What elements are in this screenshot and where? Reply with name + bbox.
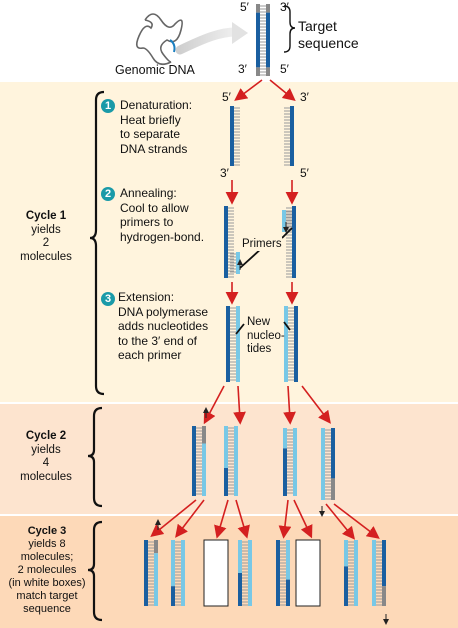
new-label-3: tides: [247, 343, 272, 355]
arrow-layer: [150, 79, 389, 625]
arrow-c2-4a: [325, 503, 356, 540]
step2-title: Annealing:: [120, 186, 177, 200]
arrow-c1-l1: [203, 385, 225, 425]
c3-mol5-strand-b: [280, 540, 290, 606]
arrow-c2-3a: [278, 499, 292, 539]
arrow-top-right: [269, 79, 296, 102]
c3-mol4-strand-b: [242, 540, 252, 606]
c2-mol1-strand-b: [196, 426, 206, 496]
step3-line3: to the 3′ end of: [118, 333, 197, 348]
step3-line2: adds nucleotides: [118, 319, 209, 333]
target-box-left: [203, 539, 229, 607]
bottom-5-prime: 5′: [280, 62, 289, 76]
step1-line1: Heat briefly: [120, 112, 181, 127]
target-box-right: [295, 539, 321, 607]
genomic-dna-icon: [135, 13, 183, 66]
c3-mol1-strand-b: [148, 540, 158, 606]
new-nucleotides-label: New nucleo- tides: [247, 316, 285, 357]
arrow-c2-2b: [235, 499, 250, 539]
step3-line4: each primer: [118, 348, 182, 362]
primers-label: Primers: [242, 237, 282, 251]
top-3-prime: 3′: [280, 0, 289, 14]
arrow-c2-4b: [333, 503, 380, 539]
c1-ext-right-strand-b: [288, 306, 298, 382]
cycle2-molecules: molecules: [20, 470, 72, 483]
c1-3prime-left: 3′: [220, 166, 229, 180]
c1-3prime-right: 3′: [300, 90, 309, 104]
new-nucleotides-pointer: [235, 321, 291, 335]
c1-ext-left-strand-b: [230, 306, 240, 382]
step3-text: Extension: DNA polymerase adds nucleotid…: [118, 290, 208, 363]
cycle1-bracket: [89, 90, 105, 396]
arrow-c2-2a: [214, 499, 229, 539]
arrow-c2-1b: [175, 499, 205, 538]
target-sequence-text: Target sequence: [298, 18, 359, 51]
cycle1-count: 2: [42, 237, 50, 249]
c1-5prime-left: 5′: [222, 90, 231, 104]
cycle2-band: [0, 404, 458, 514]
step1-title: Denaturation:: [120, 98, 193, 112]
cycle1-molecules: molecules: [20, 250, 72, 263]
cycle3-line5: match target: [16, 590, 78, 602]
dna-strand-layer: [144, 4, 386, 606]
target-sequence-label: Target sequence: [298, 18, 378, 52]
step2-line1: Cool to allow: [120, 200, 189, 215]
bottom-3-prime: 3′: [238, 62, 247, 76]
top-5-prime: 5′: [240, 0, 249, 14]
c1-anneal-right: [286, 206, 296, 278]
genomic-dna-label: Genomic DNA: [115, 63, 195, 77]
cycle3-line1: yields 8: [28, 538, 66, 550]
step1-text: Denaturation: Heat briefly to separate D…: [120, 98, 192, 156]
step2-badge: 2: [101, 187, 115, 201]
c1-denat-right: [284, 106, 294, 166]
step1-line2: to separate: [120, 127, 181, 141]
step2-line3: hydrogen-bond.: [120, 229, 205, 244]
cycle2-yields: yields: [31, 443, 61, 456]
c1-anneal-left: [224, 206, 234, 278]
new-label-1: New: [247, 316, 271, 328]
c3-mol2-strand-b: [175, 540, 185, 606]
c2-mol3-strand-a: [283, 428, 293, 496]
cycle3-line3: 2 molecules: [17, 564, 77, 576]
step3-line1: DNA polymerase: [118, 304, 209, 319]
cycle1-title: Cycle 1: [25, 210, 67, 222]
c1-5prime-right: 5′: [300, 166, 309, 180]
cycle1-label: Cycle 1 yields 2 molecules: [8, 210, 84, 264]
primers-pointer: [239, 227, 293, 269]
cycle3-title: Cycle 3: [27, 525, 67, 537]
c2-mol3-strand-b: [287, 428, 297, 496]
step2-text: Annealing: Cool to allow primers to hydr…: [120, 186, 204, 244]
arrow-c1-l2: [233, 385, 246, 425]
c1-denat-left: [230, 106, 240, 166]
cycle2-label: Cycle 2 yields 4 molecules: [8, 430, 84, 484]
arrow-top-left: [234, 79, 263, 101]
cycle1-yields: yields: [31, 223, 61, 236]
arrow-c2-1a: [150, 499, 197, 538]
cycle3-line2: molecules;: [20, 551, 74, 563]
cycle3-bracket: [87, 520, 103, 622]
c2-mol4-strand-b: [325, 428, 335, 500]
arrow-c1-r1: [283, 385, 296, 425]
c2-mol2-strand-b: [228, 426, 238, 496]
step1-line3: DNA strands: [120, 141, 188, 156]
cycle3-line4: (in white boxes): [8, 577, 86, 589]
step3-badge: 3: [101, 292, 115, 306]
arrow-c2-3b: [293, 499, 313, 539]
step1-badge: 1: [101, 99, 115, 113]
step2-line2: primers to: [120, 215, 174, 229]
cycle2-title: Cycle 2: [25, 430, 67, 442]
cycle2-bracket: [87, 406, 103, 508]
cycle3-label: Cycle 3 yields 8 molecules; 2 molecules …: [4, 525, 90, 616]
c3-mol7-strand-b: [348, 540, 358, 606]
c3-mol8-strand-b: [376, 540, 386, 606]
step3-title: Extension:: [118, 290, 175, 304]
curved-arrow-icon: [175, 27, 241, 55]
cycle2-count: 4: [42, 457, 50, 469]
cycle3-line6: sequence: [23, 603, 71, 615]
top-duplex-strand-b: [260, 4, 270, 76]
arrow-c1-r2: [301, 385, 331, 424]
new-label-2: nucleo-: [247, 329, 285, 342]
target-brace: [283, 5, 296, 53]
